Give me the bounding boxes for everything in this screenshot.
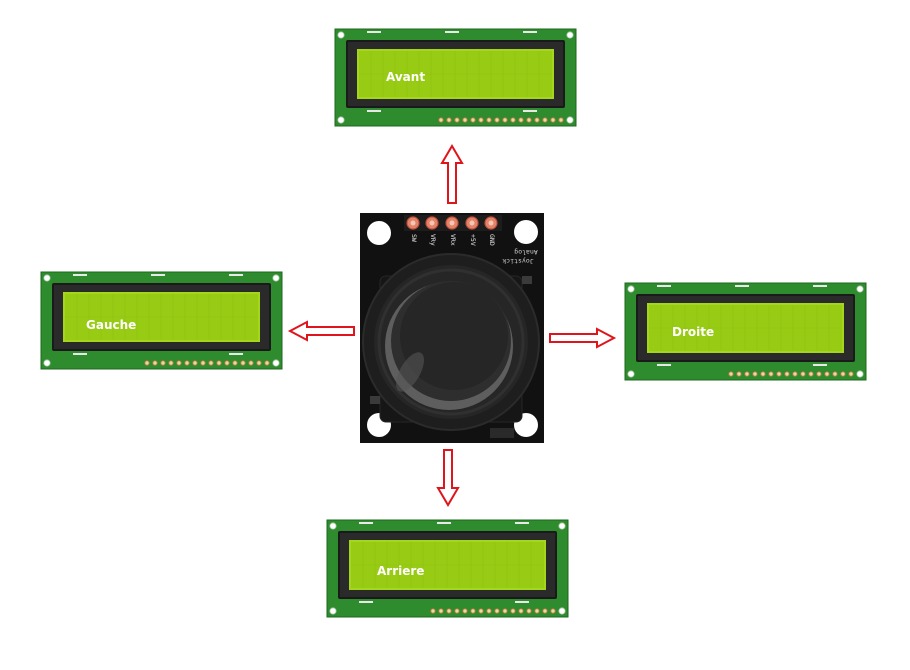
mounting-hole [367,221,391,245]
brand-label-analog: Analog [514,248,538,256]
lcd-right-label: Droite [672,325,714,339]
arrow-up [440,144,464,204]
arrow-right [549,327,617,349]
pin-header [404,215,502,231]
cap-highlight [396,352,424,392]
joystick-boot-ridge [377,268,525,416]
lcd-forward-label: Avant [386,70,425,84]
side-tab [522,276,532,284]
pin-label-gnd: GND [488,234,496,246]
lcd-left-label: Gauche [86,318,136,332]
pin-label-sw: SW [410,234,418,242]
mounting-hole [514,220,538,244]
lcd-display-backward: Arriere [326,519,569,618]
lcd-display-left: Gauche [40,271,283,370]
brand-label-joystick: Joystick [502,257,533,265]
side-tab [370,396,380,404]
joystick-module: SW VRy VRx +5V GND Analog Joystick [360,213,544,443]
pin-label-5v: +5V [469,234,477,246]
lcd-display-right: Droite [624,282,867,381]
joystick-thumb-cap-top [400,282,508,390]
bottom-lever [490,428,514,438]
lcd-backward-label: Arriere [377,564,424,578]
lcd-display-forward: Avant [334,28,577,127]
pin-label-vry: VRy [429,234,437,246]
arrow-down [436,449,460,507]
pin-label-vrx: VRx [449,234,457,246]
arrow-left [287,320,355,342]
